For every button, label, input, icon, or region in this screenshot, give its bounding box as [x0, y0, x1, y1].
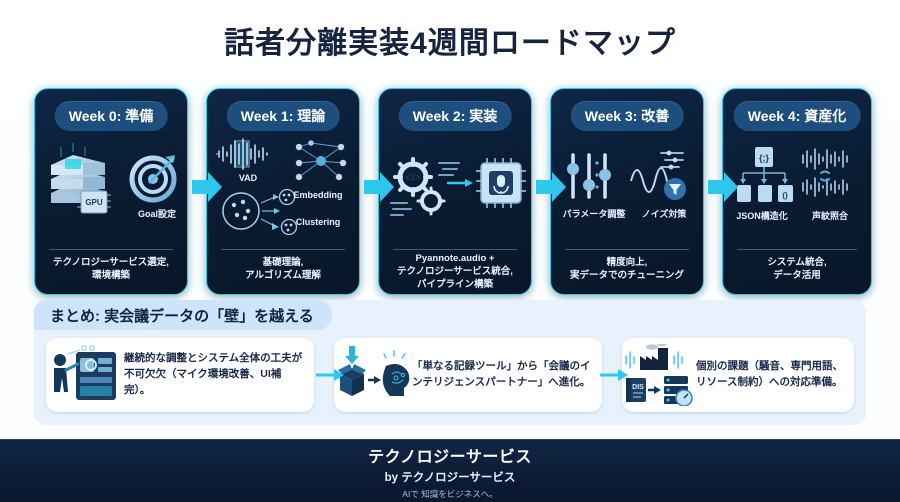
footer-brand: テクノロジーサービス: [368, 448, 532, 466]
factory-dictionary-server-icon: DIS: [622, 341, 696, 407]
week-badge-0: Week 0: 準備: [54, 101, 168, 131]
week-card-0[interactable]: Week 0: 準備: [34, 88, 188, 295]
week-icons-3: パラメータ調整 ノイズ対策: [551, 135, 703, 245]
week-caption-3: 精度向上, 実データでのチューニング: [569, 257, 684, 281]
week-caption-1: 基礎理論, アルゴリズム理解: [245, 257, 321, 281]
sliders-icon: [567, 153, 611, 199]
footer-by: by テクノロジーサービス: [384, 471, 516, 484]
week-icons-2: </>: [379, 135, 531, 245]
week-card-1[interactable]: Week 1: 理論: [206, 88, 360, 295]
noise-filter-icon: [630, 150, 686, 200]
engineer-console-icon: [46, 344, 124, 406]
footer-tagline: AIで 知識をビジネスへ。: [402, 488, 498, 499]
week-card-4[interactable]: Week 4: 資産化 {;} (): [722, 88, 872, 295]
divider: [49, 249, 173, 250]
week-arrow-2-3: [536, 172, 566, 202]
box-to-brain-icon: [334, 344, 412, 406]
divider: [221, 249, 345, 250]
summary-arrow-1-2: [316, 369, 344, 381]
week-arrow-0-1: [192, 172, 222, 202]
week-caption-4: システム統合, データ活用: [767, 257, 827, 281]
svg-text:GPU: GPU: [85, 198, 103, 207]
divider: [393, 249, 517, 250]
icon-label-vad: VAD: [238, 173, 258, 183]
icon-label-clustering: Clustering: [295, 217, 341, 227]
week0-icon-graphic: GPU: [51, 143, 177, 214]
week-badge-4: Week 4: 資産化: [733, 101, 861, 131]
week3-icon-graphic: [567, 150, 686, 200]
microphone-chip-icon: [476, 158, 526, 208]
week4-icon-graphic: {;} (): [737, 147, 848, 202]
summary-card-3[interactable]: DIS 個別の課題（騒音、専門用語、リソース制約）への対応準備。: [622, 338, 854, 412]
json-tree-icon: {;} (): [737, 147, 793, 202]
waveform-icon: [216, 138, 268, 170]
week-badge-1: Week 1: 理論: [226, 101, 340, 131]
summary-text-2: 「単なる記録ツール」から「会議のインテリジェンスパートナー」へ進化。: [412, 360, 591, 388]
divider: [565, 249, 689, 250]
icon-label-goal: Goal設定: [137, 209, 176, 219]
summary-text-1: 継続的な調整とシステム全体の工夫が不可欠欠（マイク環境改善、UI補完）。: [124, 352, 303, 396]
week-card-3[interactable]: Week 3: 改善: [550, 88, 704, 295]
week-card-row: Week 0: 準備: [34, 88, 872, 295]
svg-text:</>: </>: [405, 172, 421, 184]
footer-band: テクノロジーサービス by テクノロジーサービス AIで 知識をビジネスへ。: [0, 439, 900, 502]
gears-code-icon: </>: [390, 157, 473, 216]
week-arrow-1-2: [364, 172, 394, 202]
divider: [737, 249, 857, 250]
summary-text-3: 個別の課題（騒音、専門用語、リソース制約）への対応準備。: [696, 360, 843, 388]
summary-card-2[interactable]: 「単なる記録ツール」から「会議のインテリジェンスパートナー」へ進化。: [334, 338, 602, 412]
summary-heading: まとめ: 実会議データの「壁」を越える: [34, 300, 332, 330]
summary-card-1[interactable]: 継続的な調整とシステム全体の工夫が不可欠欠（マイク環境改善、UI補完）。: [46, 338, 314, 412]
target-icon: [129, 155, 177, 203]
icon-label-embedding: Embedding: [293, 190, 343, 200]
neural-net-icon: [295, 140, 347, 181]
week1-icon-graphic: [216, 138, 347, 236]
week-badge-2: Week 2: 実装: [398, 101, 512, 131]
week-icons-4: {;} (): [723, 135, 871, 245]
icon-label-noise: ノイズ対策: [641, 209, 687, 219]
icon-label-json: JSON構造化: [736, 211, 788, 221]
week-caption-2: Pyannote.audio + テクノロジーサービス統合, パイプライン構築: [397, 253, 513, 290]
week-arrow-3-4: [708, 172, 738, 202]
svg-text:(): (): [782, 191, 788, 200]
week-icons-0: GPU G: [35, 135, 187, 245]
week-card-2[interactable]: Week 2: 実装 </>: [378, 88, 532, 295]
clustering-icon: [222, 188, 298, 236]
icon-label-parameter: パラメータ調整: [562, 209, 626, 219]
svg-text:{;}: {;}: [759, 153, 769, 163]
week-caption-0: テクノロジーサービス選定, 環境構築: [53, 257, 169, 281]
summary-arrow-2-3: [600, 369, 628, 381]
voiceprint-icon: [802, 148, 848, 197]
summary-band: まとめ: 実会議データの「壁」を越える: [34, 300, 866, 425]
week2-icon-graphic: </>: [390, 157, 526, 216]
icon-label-voiceprint: 声紋照合: [811, 211, 848, 221]
week-badge-3: Week 3: 改善: [570, 101, 684, 131]
week-icons-1: VAD Embedding Clustering: [207, 135, 359, 245]
svg-text:DIS: DIS: [632, 384, 644, 391]
page-title: 話者分離実装4週間ロードマップ: [224, 27, 676, 60]
